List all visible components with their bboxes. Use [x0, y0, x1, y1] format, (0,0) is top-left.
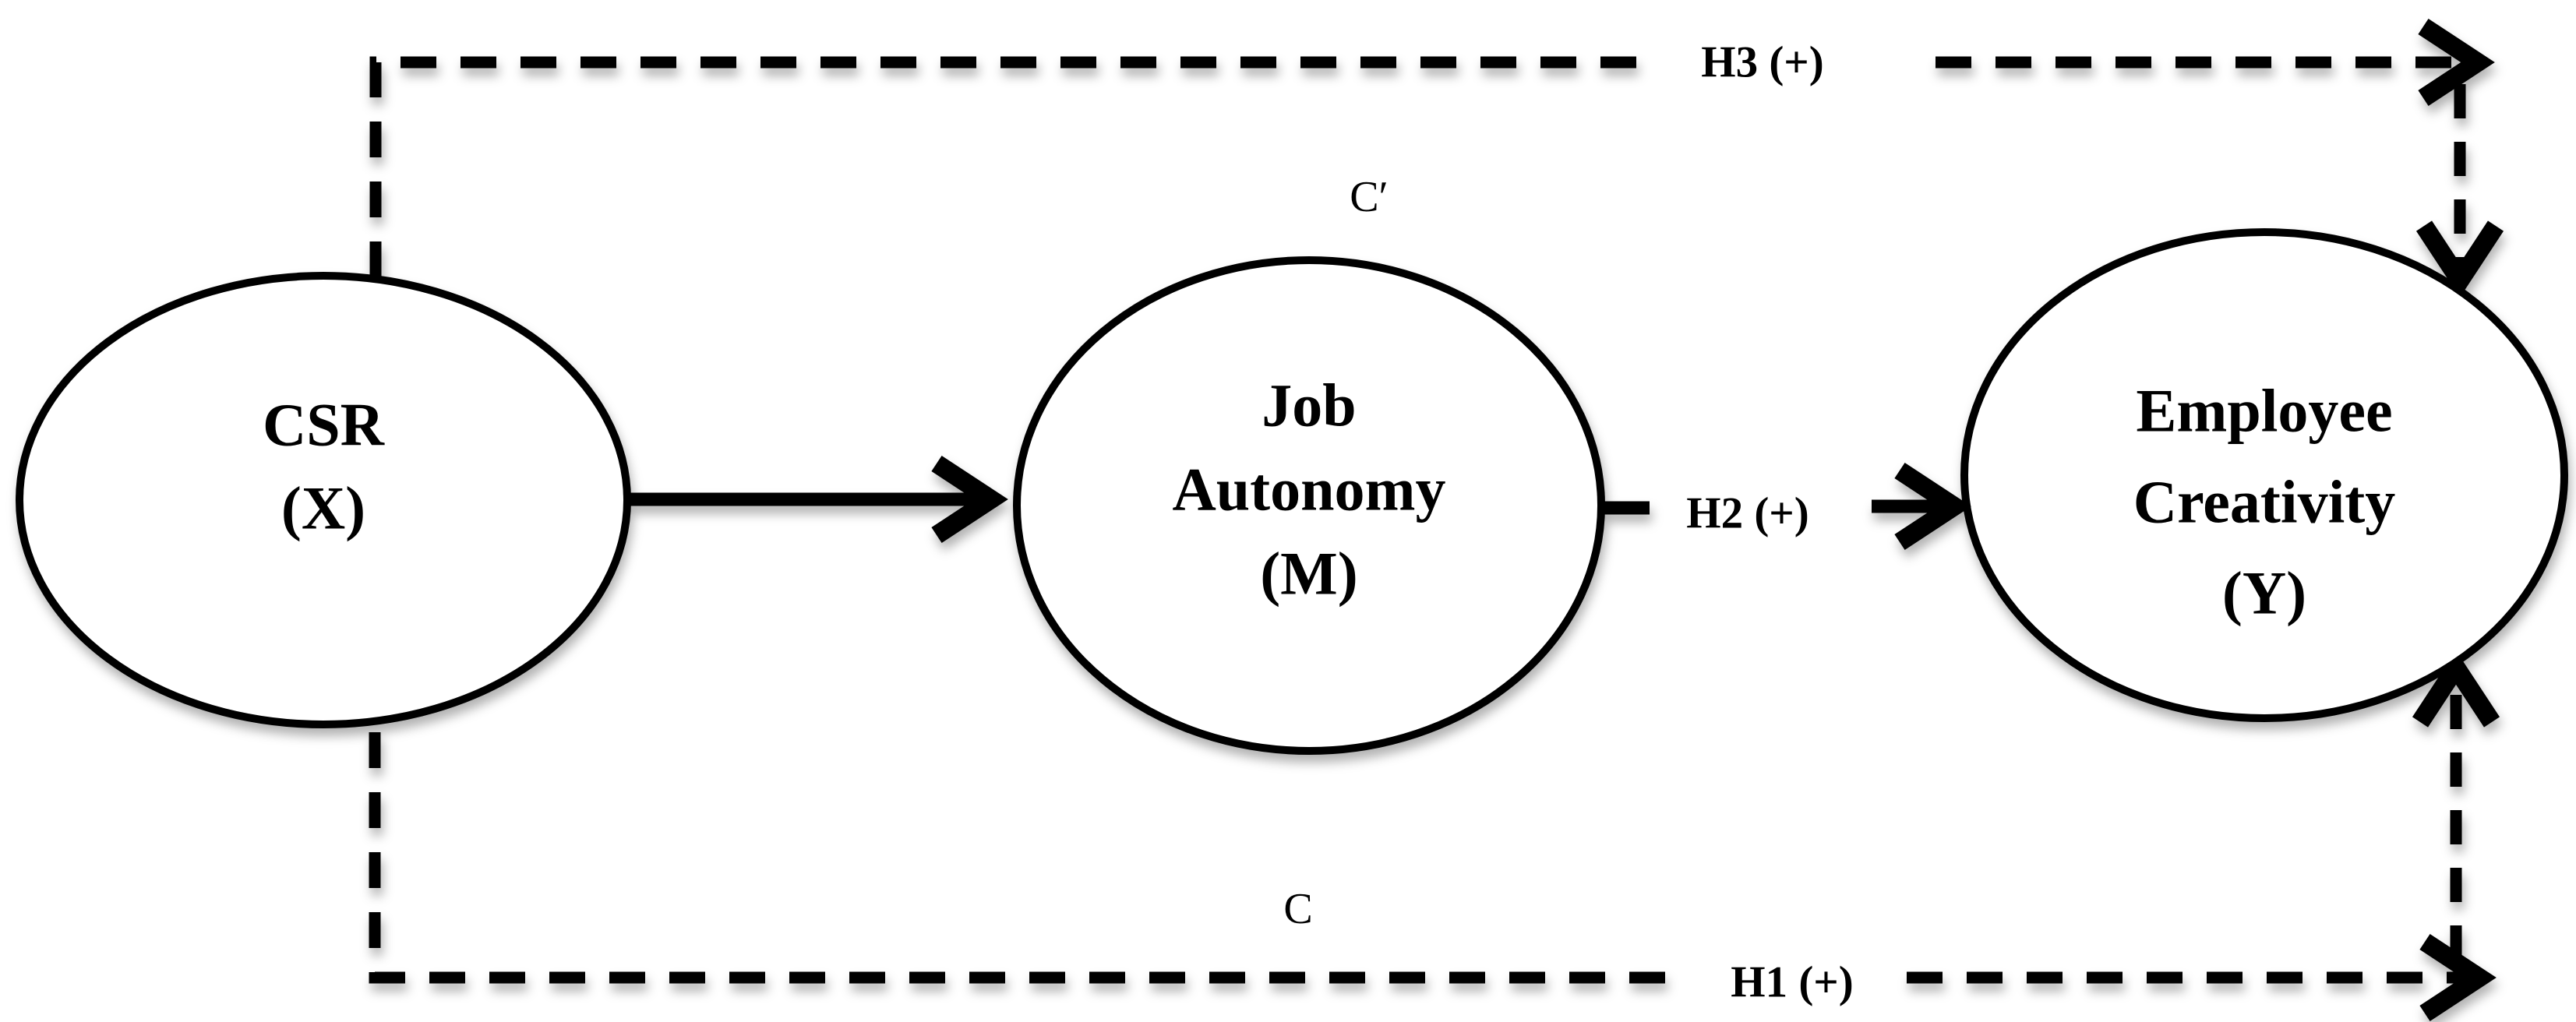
csr-node-label-line2: (X): [281, 474, 365, 542]
csr-node-label-line1: CSR: [263, 391, 386, 459]
c-prime-coefficient-label: C′: [1350, 173, 1389, 221]
c-coefficient-label: C: [1283, 885, 1312, 933]
employee-creativity-node-label-line1: Employee: [2136, 377, 2392, 445]
employee-creativity-node-label-line3: (Y): [2222, 559, 2306, 627]
dashed-path-bottom-left: [369, 732, 1677, 984]
csr-node-ellipse: [16, 272, 631, 728]
h1-hypothesis-label: H1 (+): [1731, 958, 1854, 1007]
job-autonomy-node-label-line2: Autonomy: [1172, 456, 1445, 523]
h2-hypothesis-label: H2 (+): [1686, 489, 1809, 538]
job-autonomy-node-label-line3: (M): [1260, 540, 1358, 608]
h3-hypothesis-label: H3 (+): [1701, 38, 1824, 87]
job-autonomy-node-label-line1: Job: [1262, 372, 1356, 439]
dashed-path-top-left: [369, 56, 1655, 277]
employee-creativity-node-label-line2: Creativity: [2133, 468, 2395, 536]
